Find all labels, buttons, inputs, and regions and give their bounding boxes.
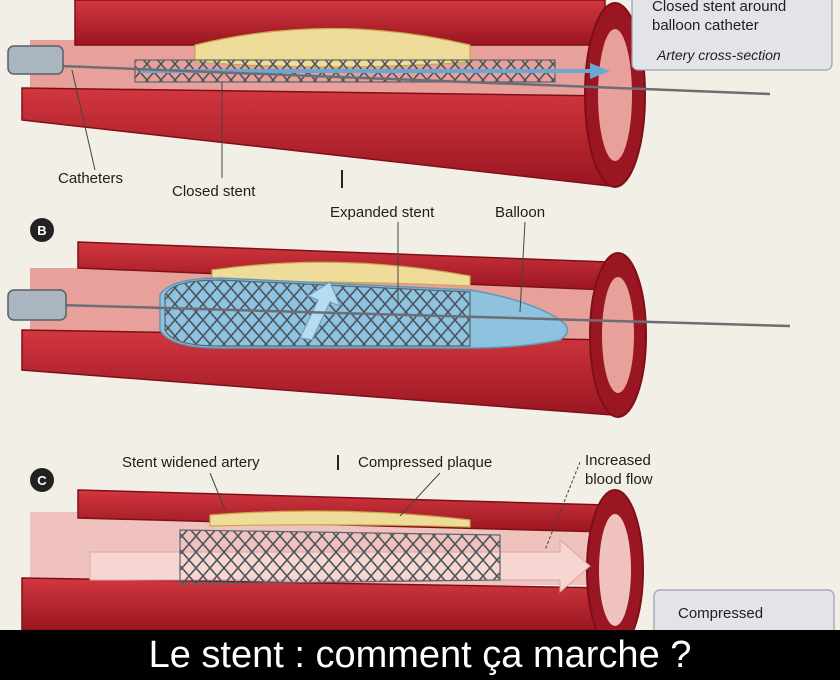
caption-title: Le stent : comment ça marche ? <box>148 634 692 676</box>
legend-a-note: Artery cross-section <box>656 47 781 63</box>
catheter-hub-b <box>7 289 67 321</box>
stent-diagram: Catheters Closed stent Closed stent arou… <box>7 0 835 630</box>
badge-c <box>30 468 54 492</box>
artery-lower-wall-c <box>21 577 611 630</box>
legend-a-line1: Closed stent around <box>652 0 786 15</box>
flow-arrow-a <box>140 63 610 79</box>
badge-b-text: B <box>37 223 46 238</box>
panel-a: Catheters Closed stent Closed stent arou… <box>7 0 833 200</box>
artery-opening-c <box>599 514 631 626</box>
legend-a-line2: balloon catheter <box>652 17 759 34</box>
guidewire-b <box>59 303 791 328</box>
legend-c-line1: Compressed <box>678 605 763 622</box>
flow-label-line1: Increased <box>585 452 651 469</box>
balloon-leader <box>519 221 526 313</box>
catheters-label: Catheters <box>58 170 123 187</box>
stent-c <box>179 529 501 585</box>
compressed-plaque-label: Compressed plaque <box>358 454 492 471</box>
caption-bar: Le stent : comment ça marche ? <box>0 630 840 680</box>
badge-b <box>30 218 54 242</box>
legend-box-c: Compressed <box>653 589 835 630</box>
closed-stent-label: Closed stent <box>172 183 256 200</box>
legend-box-a: Closed stent around balloon catheter Art… <box>631 0 833 71</box>
plaque-c <box>209 510 471 528</box>
flow-leader <box>544 461 581 551</box>
panel-c: C Stent widened artery Compressed plaque… <box>21 452 835 630</box>
flow-label-line2: blood flow <box>585 471 653 488</box>
badge-c-text: C <box>37 473 47 488</box>
expansion-arrow-b <box>299 281 342 341</box>
expanded-stent-label: Expanded stent <box>330 204 435 221</box>
balloon-label: Balloon <box>495 204 545 221</box>
plaque-leader <box>399 472 441 517</box>
panel-b: B Expanded stent Balloon <box>7 204 791 418</box>
stent-widened-label: Stent widened artery <box>122 454 260 471</box>
guidewire-a <box>59 64 771 96</box>
artery-opening-b <box>602 277 634 393</box>
catheter-leader-a <box>71 69 96 171</box>
stent-widened-leader <box>209 472 226 511</box>
catheter-hub-a <box>7 45 64 75</box>
artery-opening-a <box>598 29 632 161</box>
